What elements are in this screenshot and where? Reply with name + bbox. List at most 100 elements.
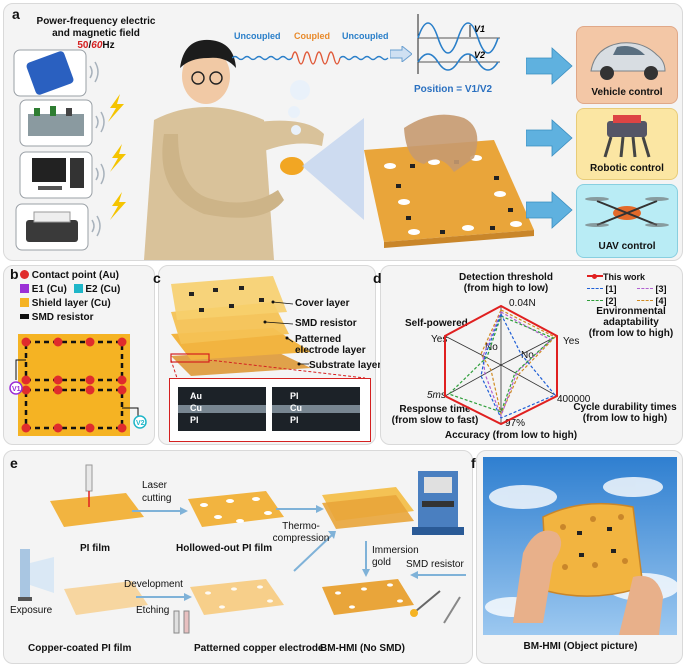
waveform-center — [291, 51, 341, 65]
legend-smd: SMD resistor — [20, 312, 93, 323]
position-formula: Position = V1/V2 — [414, 84, 493, 95]
panel-a-label: a — [12, 6, 20, 22]
laser-label: Laser cutting — [142, 480, 172, 504]
electrode-layout: V1 V2 — [9, 334, 147, 436]
user-illustration — [144, 39, 364, 260]
wireless-waves — [89, 61, 105, 237]
uv-lamp — [18, 549, 54, 601]
patterned-electrode-label: Patterned copper electrode — [194, 643, 324, 654]
e1-swatch — [20, 284, 29, 293]
press-machine — [412, 471, 464, 535]
micro-left-au: Au — [190, 391, 202, 401]
patterned-film-holes — [205, 585, 273, 609]
micro-right-pi-bottom: PI — [290, 415, 299, 425]
arrow-laser-cutting — [132, 507, 188, 515]
legend-shield: Shield layer (Cu) — [20, 298, 111, 309]
pi-film-sheet — [50, 493, 144, 527]
arrow-robot — [526, 119, 573, 157]
e2-swatch — [73, 284, 83, 293]
pi-film-label: PI film — [80, 543, 111, 554]
patterned-film-sheet — [190, 579, 284, 615]
legend-ref4: [4] — [637, 296, 667, 306]
panel-f-label: f — [471, 455, 476, 471]
bm-hmi-holes — [335, 583, 403, 609]
waveform-arrow — [390, 46, 412, 62]
frequency-label: 50/60Hz — [77, 40, 115, 51]
radar-chart — [444, 304, 558, 426]
smd-swatch — [20, 314, 29, 319]
robotic-control-label: Robotic control — [590, 163, 664, 174]
waveform-left — [232, 55, 293, 61]
panel-d: d Detection threshold (from high to low)… — [373, 265, 683, 445]
panel-f: f BM-HMI (Object picture) — [471, 450, 683, 664]
arrow-smd-resistor — [410, 571, 466, 579]
v2-label: V2 — [474, 50, 485, 60]
series-ref2 — [447, 315, 555, 413]
v1-label: V1 — [474, 24, 485, 34]
axis-selfpowered-title: Self-powered — [405, 318, 468, 329]
smd-resistor-label: SMD resistor — [295, 318, 357, 329]
legend-ref2: [2] — [587, 296, 617, 306]
uav-card: UAV control — [576, 184, 678, 258]
axis-cycle-value: 400000 — [557, 394, 591, 405]
field-title-line1: Power-frequency electric — [36, 16, 156, 27]
arrow-development — [136, 593, 192, 601]
hollowed-film-holes — [200, 497, 272, 523]
micro-right-cu: Cu — [290, 403, 302, 413]
panel-c: c Cover layer SMD resistor Patterned ele… — [153, 265, 381, 445]
appliances-column — [13, 49, 126, 251]
axis-detection-title: Detection threshold (from high to low) — [459, 272, 553, 294]
process-flow — [18, 464, 466, 634]
micro-left-pi: PI — [190, 415, 199, 425]
v2-tag: V2 — [136, 420, 145, 427]
layer-stack — [170, 276, 311, 376]
arrow-bottom-to-press — [293, 531, 336, 572]
laser-tool — [85, 464, 93, 507]
shield-swatch — [20, 298, 29, 307]
uav-icon — [585, 197, 669, 227]
axis-response-value: 5ms — [427, 390, 446, 401]
copper-film-label: Copper-coated PI film — [28, 643, 132, 654]
immersion-label: Immersion gold — [372, 545, 419, 568]
series-this-work — [444, 304, 558, 426]
cover-layer-label: Cover layer — [295, 298, 350, 309]
kitchen-appliance — [19, 99, 93, 147]
vehicle-card: Vehicle control — [576, 26, 678, 104]
legend-ref1: [1] — [587, 284, 617, 294]
axis-selfpowered-value: Yes — [431, 334, 448, 345]
legend-this-work: This work — [587, 272, 645, 282]
bm-hmi-no-smd-label: BM-HMI (No SMD) — [320, 643, 405, 654]
robot-icon — [603, 115, 651, 158]
lightning-bolts — [108, 94, 126, 220]
object-caption: BM-HMI (Object picture) — [523, 641, 638, 652]
axis-environment-title: Environmental adaptability (from low to … — [588, 306, 674, 339]
uncoupled-right-label: Uncoupled — [342, 31, 389, 41]
inner-no-left: No — [485, 342, 498, 353]
axis-environment-value: Yes — [563, 336, 580, 347]
exposure-label: Exposure — [10, 605, 53, 616]
series-ref4 — [480, 309, 557, 416]
panel-e: e — [3, 450, 473, 664]
axis-accuracy-title: Accuracy (from low to high) — [444, 430, 578, 441]
field-title: Power-frequency electric and magnetic fi… — [26, 16, 166, 52]
thermo-label: Thermo- compression — [272, 521, 330, 544]
arrow-uav — [526, 191, 573, 229]
panel-c-label: c — [153, 270, 161, 286]
vehicle-control-label: Vehicle control — [591, 87, 663, 98]
arrow-vehicle — [526, 47, 573, 85]
etching-tubes — [173, 610, 190, 634]
arrow-immersion-gold — [362, 541, 370, 577]
field-title-line2: and magnetic field — [52, 28, 140, 39]
panel-e-label: e — [10, 455, 18, 471]
contact-swatch — [20, 270, 29, 279]
panel-b: b Contact point (Au) E1 (Cu) E2 (Cu) Shi… — [3, 265, 155, 445]
electrode-layer-label: Patterned electrode layer — [295, 334, 366, 356]
series-ref1 — [480, 312, 556, 419]
inner-no-right: No — [521, 350, 534, 361]
micrograph-frame: Au Cu PI PI Cu PI — [169, 378, 371, 442]
etching-label: Etching — [136, 605, 170, 616]
uncoupled-left-label: Uncoupled — [234, 31, 281, 41]
micro-right-pi-top: PI — [290, 391, 299, 401]
smd-resistor-step-label: SMD resistor — [406, 559, 464, 570]
legend-ref3: [3] — [637, 284, 667, 294]
